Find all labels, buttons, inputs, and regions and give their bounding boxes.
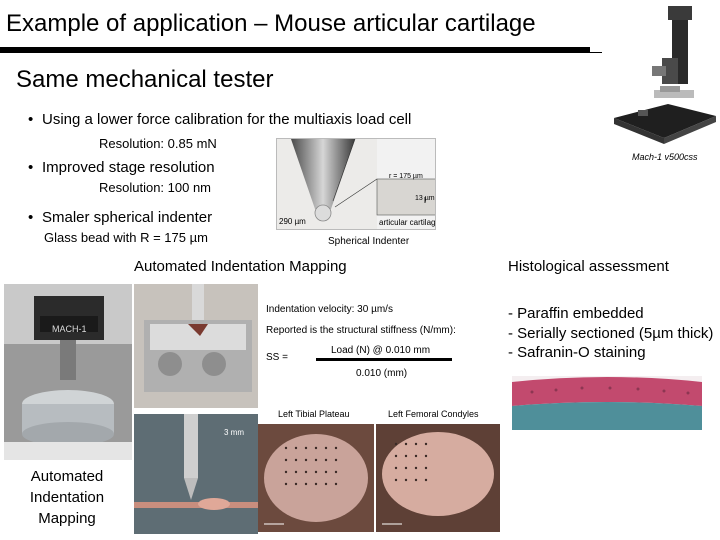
histology-heading: Histological assessment bbox=[508, 258, 669, 275]
bullet-1-note: Resolution: 0.85 mN bbox=[99, 136, 217, 151]
bullet-1: • Using a lower force calibration for the… bbox=[28, 111, 411, 128]
indenter-thickness-label: 13 µm bbox=[415, 195, 435, 202]
histology-list: - Paraffin embedded - Serially sectioned… bbox=[508, 304, 713, 363]
bullet-dot-icon: • bbox=[28, 111, 34, 128]
formula-fraction-bar bbox=[316, 358, 452, 361]
sample-holder-photo bbox=[134, 284, 258, 408]
slide-title: Example of application – Mouse articular… bbox=[6, 10, 536, 37]
histology-item-text: Paraffin embedded bbox=[517, 305, 644, 322]
bullet-2-note: Resolution: 100 nm bbox=[99, 180, 212, 195]
bullet-3: • Smaler spherical indenter bbox=[28, 209, 212, 226]
title-divider-tail bbox=[590, 52, 602, 53]
bullet-dot-icon: • bbox=[28, 209, 34, 226]
bullet-3-note: Glass bead with R = 175 µm bbox=[44, 230, 208, 245]
formula-denominator: 0.010 (mm) bbox=[356, 368, 408, 379]
indenter-caption: Spherical Indenter bbox=[328, 236, 410, 247]
spherical-indenter-photo: 290 µm r = 175 µm 13 µm articular cartil… bbox=[276, 138, 436, 230]
bullet-2-text: Improved stage resolution bbox=[42, 159, 215, 176]
histology-item-text: Safranin-O staining bbox=[517, 344, 646, 361]
bullet-2: • Improved stage resolution bbox=[28, 159, 215, 176]
bullet-1-text: Using a lower force calibration for the … bbox=[42, 111, 412, 128]
tibial-plateau-map-photo bbox=[258, 424, 374, 532]
indentation-needle-photo: 3 mm bbox=[134, 414, 258, 534]
histology-item: - Paraffin embedded bbox=[508, 305, 644, 322]
femoral-condyles-map-photo bbox=[376, 424, 500, 532]
indentation-velocity: Indentation velocity: 30 µm/s bbox=[266, 304, 393, 315]
slide-subtitle: Same mechanical tester bbox=[16, 66, 274, 93]
mapping-left-caption: Automated Indentation Mapping bbox=[29, 468, 105, 527]
indenter-radius-label: r = 175 µm bbox=[389, 173, 423, 180]
bullet-dot-icon: • bbox=[28, 159, 34, 176]
histology-item: - Serially sectioned (5µm thick) bbox=[508, 324, 714, 342]
left-femoral-label: Left Femoral Condyles bbox=[388, 409, 479, 419]
formula-numerator: Load (N) @ 0.010 mm bbox=[331, 345, 431, 356]
device-brand-label: MACH-1 bbox=[52, 324, 87, 334]
bullet-3-text: Smaler spherical indenter bbox=[42, 209, 213, 226]
reported-stiffness: Reported is the structural stiffness (N/… bbox=[266, 325, 456, 336]
indenter-cartilage-label: articular cartilage bbox=[379, 218, 436, 227]
title-divider bbox=[0, 47, 590, 53]
mach1-tester-photo bbox=[608, 6, 718, 146]
left-tibial-label: Left Tibial Plateau bbox=[278, 409, 350, 419]
tester-caption: Mach-1 v500css bbox=[632, 152, 698, 162]
histology-item-text: Serially sectioned (5µm thick) bbox=[517, 324, 714, 342]
mapping-device-photo: MACH-1 bbox=[4, 284, 132, 460]
ss-label: SS = bbox=[266, 352, 288, 363]
mapping-heading: Automated Indentation Mapping bbox=[134, 258, 347, 275]
histology-section-photo bbox=[512, 376, 702, 430]
histology-item: - Safranin-O staining bbox=[508, 344, 646, 361]
indenter-scale-label: 290 µm bbox=[279, 217, 306, 226]
needle-scale-label: 3 mm bbox=[224, 428, 244, 437]
